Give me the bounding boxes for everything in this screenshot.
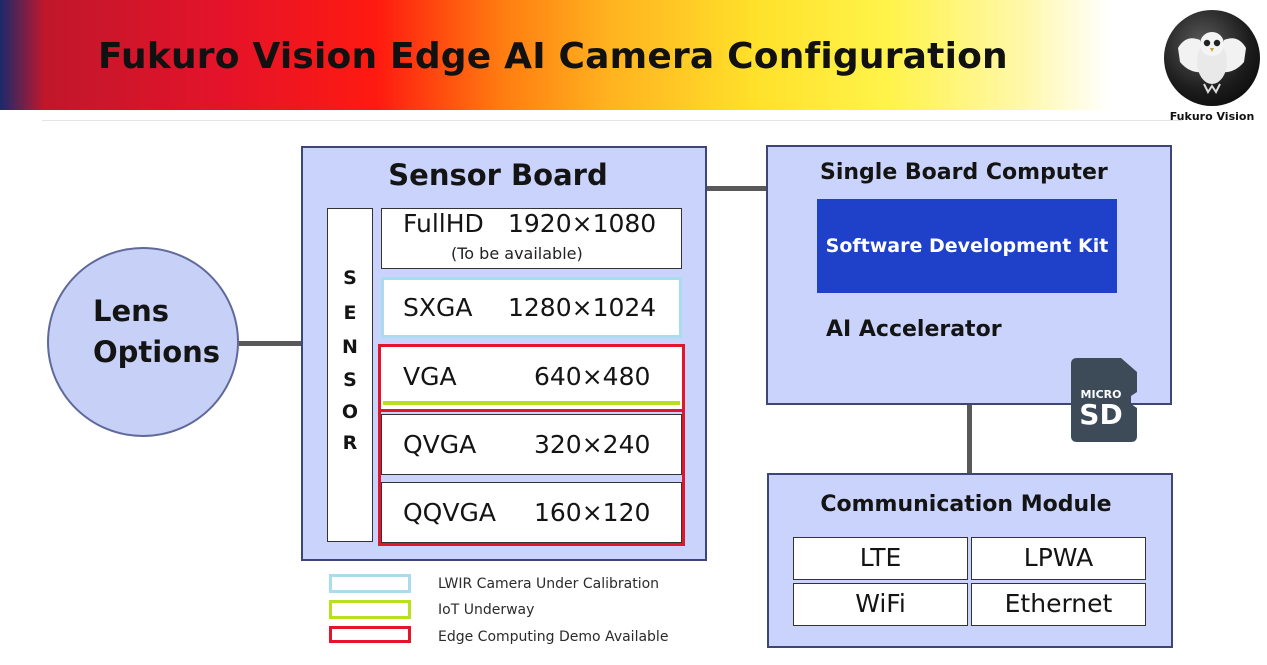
sensor-letter: S xyxy=(343,267,357,289)
legend-swatch-edge xyxy=(329,626,411,643)
sensor-sbc-connector xyxy=(707,186,766,191)
resolution-name: SXGA xyxy=(403,293,473,322)
resolution-qvga-box xyxy=(381,414,682,475)
resolution-name: QQVGA xyxy=(403,498,496,527)
lens-label-line1: Lens xyxy=(93,294,170,328)
sensor-board-title: Sensor Board xyxy=(388,158,608,192)
sensor-letter: E xyxy=(343,302,357,324)
sbc-title: Single Board Computer xyxy=(820,160,1108,185)
sbc-comm-connector xyxy=(967,405,972,473)
sensor-letter: N xyxy=(342,336,358,358)
sensor-strip: S E N S O R xyxy=(327,208,373,542)
resolution-fullhd-box xyxy=(381,208,682,269)
owl-logo-icon xyxy=(1164,10,1260,106)
sensor-letter: R xyxy=(342,432,358,454)
vga-iot-underline xyxy=(383,401,680,405)
header-divider xyxy=(42,120,1182,121)
sd-label-bottom: SD xyxy=(1079,398,1123,431)
resolution-value: 320×240 xyxy=(534,430,651,459)
resolution-sxga-box xyxy=(381,277,682,338)
ai-accelerator-label: AI Accelerator xyxy=(826,317,1002,342)
owl-icon xyxy=(1178,32,1246,94)
resolution-note: (To be available) xyxy=(451,244,583,263)
lens-sensor-connector xyxy=(239,341,301,346)
legend-label: IoT Underway xyxy=(438,602,535,618)
resolution-name: FullHD xyxy=(403,209,484,238)
legend-label: Edge Computing Demo Available xyxy=(438,629,669,645)
legend-label: LWIR Camera Under Calibration xyxy=(438,576,660,592)
sd-label-top: MICRO xyxy=(1080,388,1122,401)
resolution-qqvga-box xyxy=(381,482,682,543)
resolution-value: 1920×1080 xyxy=(508,209,657,238)
resolution-value: 1280×1024 xyxy=(508,293,657,322)
comm-option-lpwa: LPWA xyxy=(971,537,1146,580)
sdk-block xyxy=(817,199,1117,293)
legend-swatch-iot xyxy=(329,600,411,619)
resolution-name: QVGA xyxy=(403,430,477,459)
resolution-value: 640×480 xyxy=(534,362,651,391)
sensor-letter: O xyxy=(341,401,359,423)
resolution-value: 160×120 xyxy=(534,498,651,527)
page-title: Fukuro Vision Edge AI Camera Configurati… xyxy=(98,36,1008,77)
lens-options-circle xyxy=(47,247,239,437)
comm-option-wifi: WiFi xyxy=(793,583,968,626)
comm-option-ethernet: Ethernet xyxy=(971,583,1146,626)
header-banner xyxy=(0,0,1110,110)
microsd-card-icon: MICRO SD xyxy=(1071,358,1137,442)
communication-module-title: Communication Module xyxy=(820,492,1112,517)
logo-text: Fukuro Vision xyxy=(1169,110,1255,123)
sensor-letter: S xyxy=(343,369,357,391)
comm-option-lte: LTE xyxy=(793,537,968,580)
sdk-label: Software Development Kit xyxy=(825,235,1109,257)
legend-swatch-lwir xyxy=(329,574,411,593)
resolution-vga-box xyxy=(378,344,685,412)
lens-label-line2: Options xyxy=(93,335,221,369)
edge-group-frame xyxy=(378,412,685,546)
resolution-name: VGA xyxy=(403,362,457,391)
